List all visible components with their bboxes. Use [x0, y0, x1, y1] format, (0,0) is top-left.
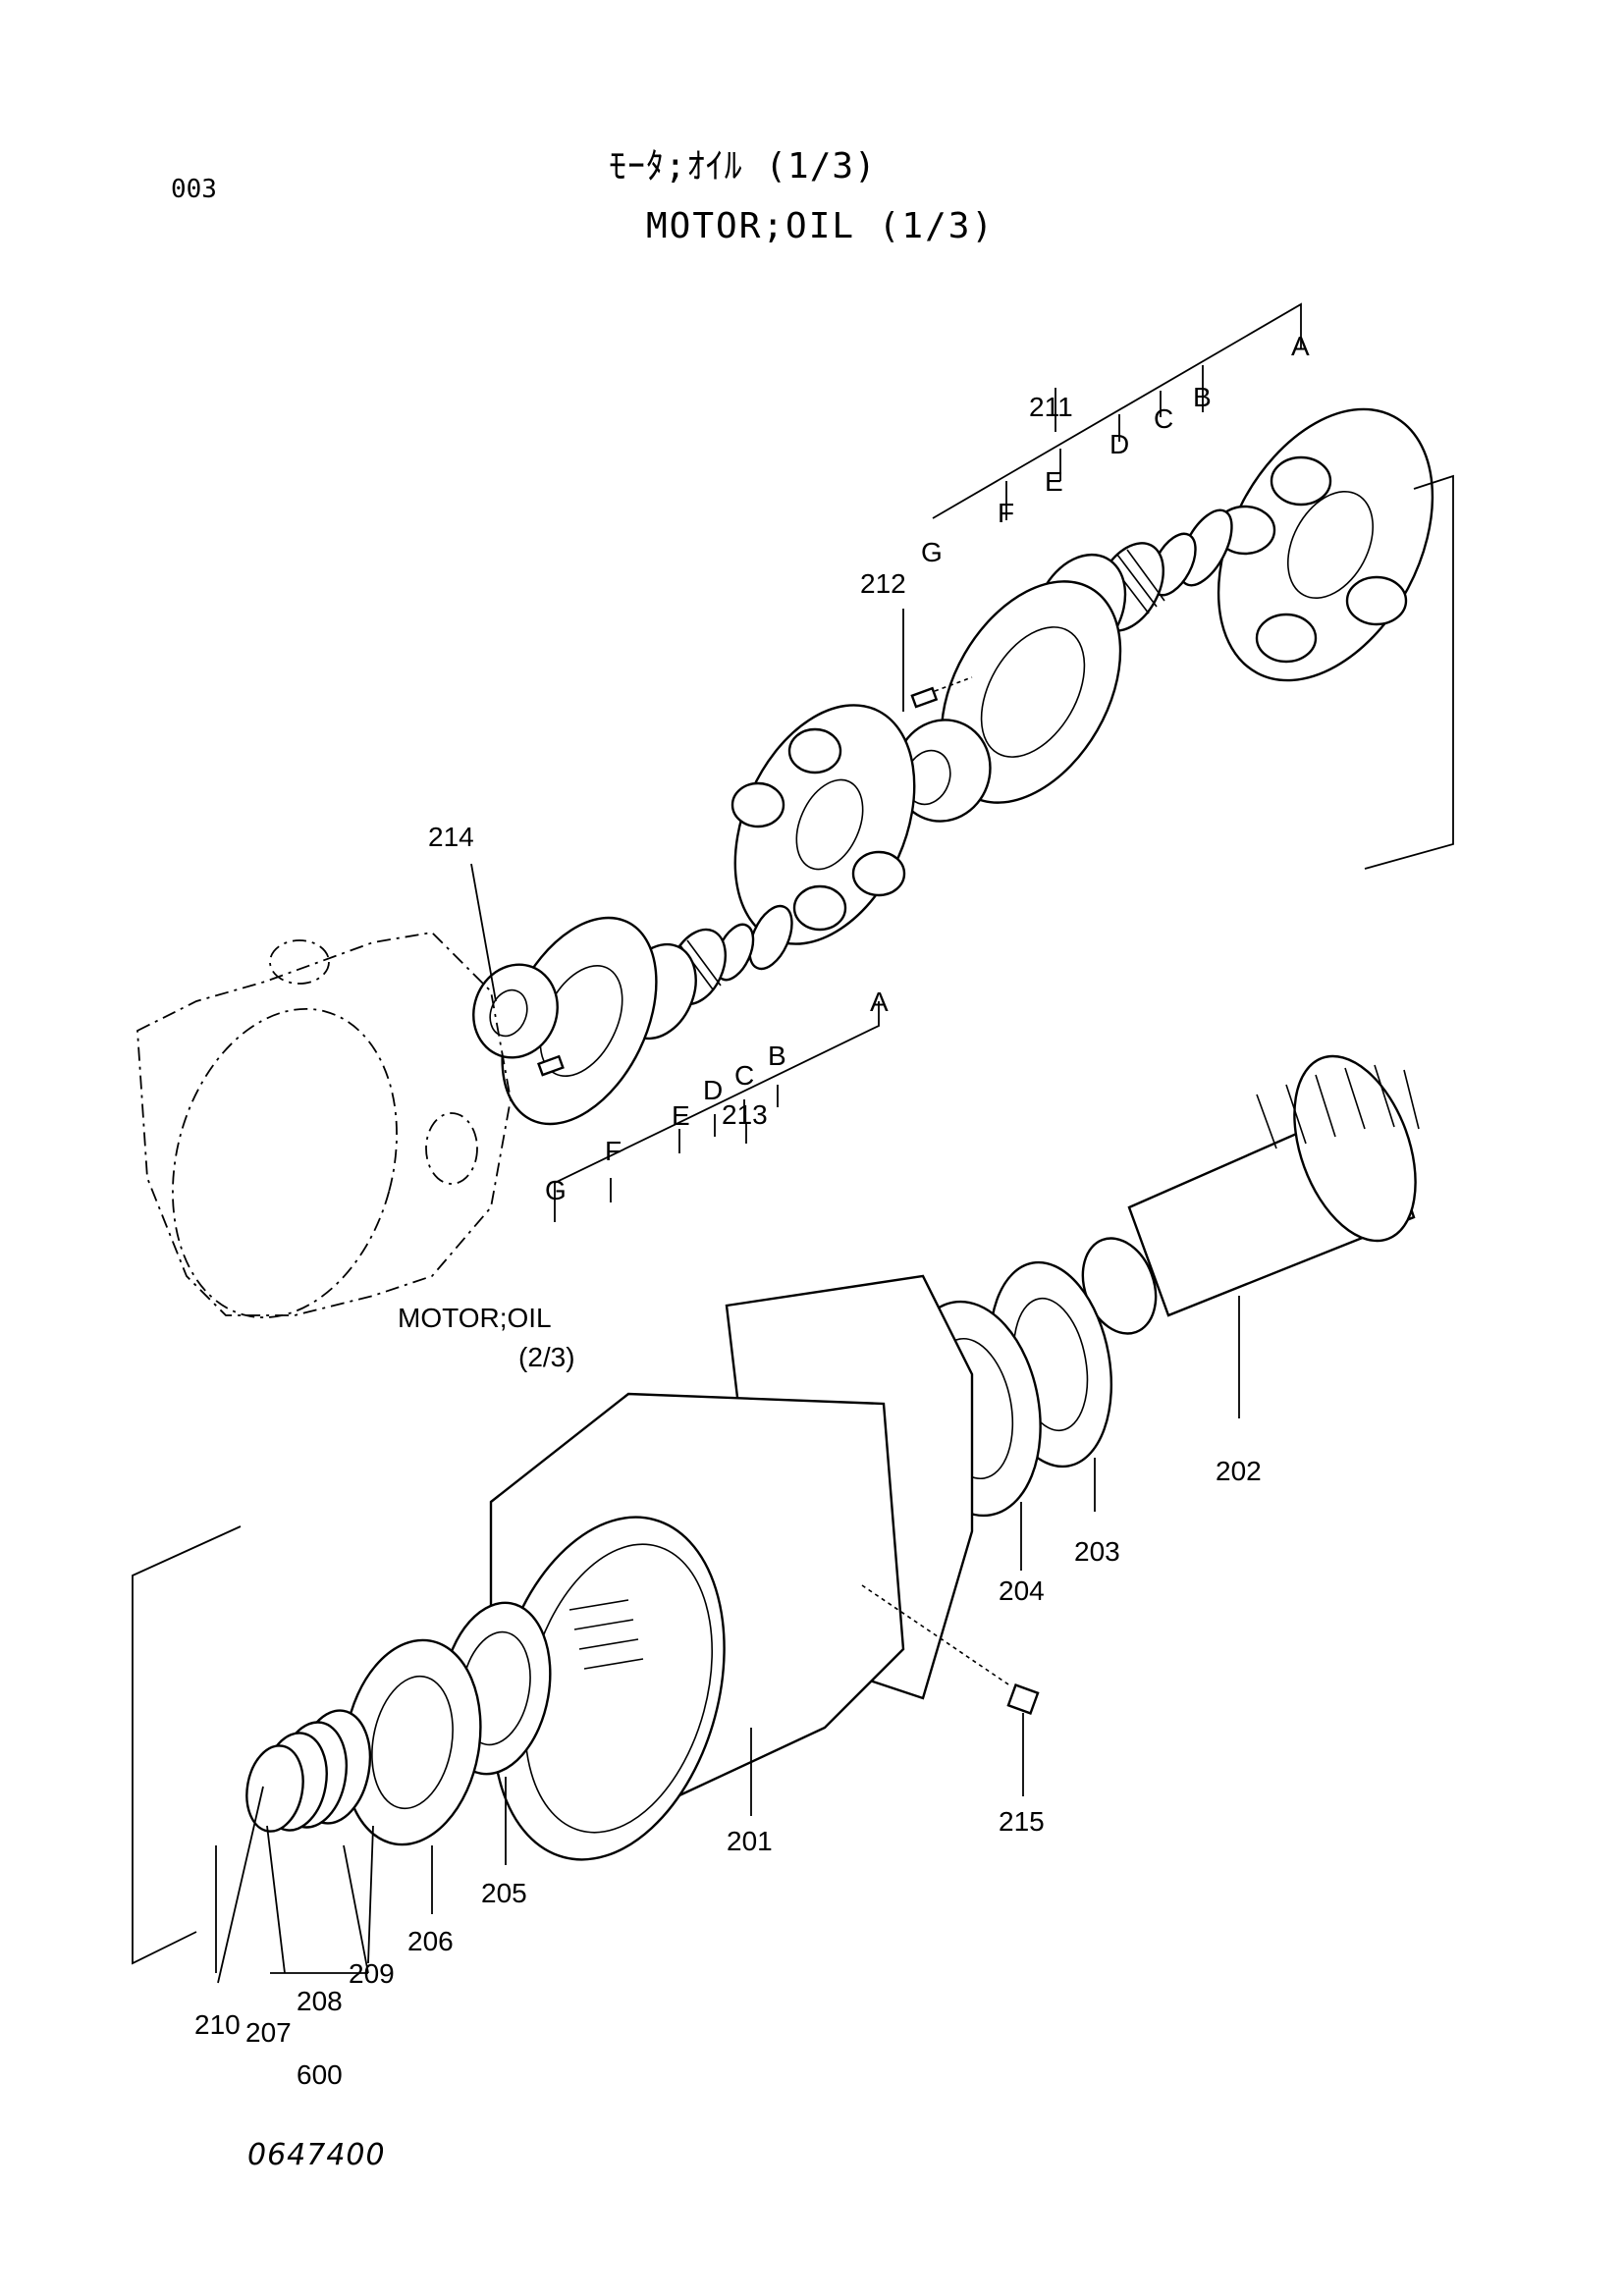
- page-title: MOTOR;OIL (1/3): [646, 206, 996, 246]
- callout-201: 201: [727, 1826, 773, 1856]
- left-break-line: [132, 1525, 242, 1965]
- callout-206: 206: [407, 1926, 454, 1956]
- right-break-line: [1364, 474, 1454, 870]
- label-a-lower: A: [870, 987, 889, 1017]
- lower-thrust-washer-b: [748, 904, 793, 971]
- callout-207: 207: [245, 2017, 292, 2048]
- callout-213: 213: [722, 1099, 768, 1130]
- upper-group-bracket: [932, 302, 1302, 520]
- page-code: 003: [171, 175, 217, 204]
- reference-label-line2: (2/3): [518, 1342, 575, 1372]
- label-d-upper: D: [1109, 429, 1129, 459]
- callout-204: 204: [999, 1575, 1045, 1606]
- callout-202: 202: [1216, 1456, 1262, 1486]
- callout-203: 203: [1074, 1536, 1120, 1567]
- label-c-upper: C: [1154, 403, 1173, 434]
- housing-201: [489, 1274, 974, 1861]
- label-c-lower: C: [734, 1060, 754, 1091]
- pinion-shaft-202: [1081, 1054, 1420, 1335]
- motor-housing-reference: [136, 932, 512, 1319]
- callout-600: 600: [297, 2059, 343, 2090]
- label-b-upper: B: [1193, 382, 1212, 412]
- label-a-upper: A: [1291, 331, 1310, 361]
- callout-205: 205: [481, 1878, 527, 1908]
- label-d-lower: D: [703, 1075, 723, 1105]
- label-b-lower: B: [768, 1041, 786, 1071]
- sun-gear-214: [472, 963, 559, 1059]
- lower-screw-g: [537, 1054, 565, 1077]
- label-g-upper: G: [921, 537, 943, 567]
- callout-214: 214: [428, 822, 474, 852]
- upper-planet-carrier: [1214, 407, 1434, 682]
- callout-212: 212: [860, 568, 906, 599]
- callout-210: 210: [194, 2009, 241, 2040]
- label-e-upper: E: [1045, 466, 1063, 497]
- callout-211: 211: [1029, 392, 1073, 422]
- callout-208: 208: [297, 1986, 343, 2016]
- label-g-lower: G: [545, 1175, 567, 1205]
- drawing-number: 0647400: [247, 2138, 386, 2172]
- page-title-japanese: ﾓｰﾀ;ｵｲﾙ (1/3): [609, 146, 877, 187]
- leader-lines: [217, 388, 1240, 1984]
- label-e-lower: E: [672, 1100, 690, 1131]
- bottom-group-bracket: [215, 1825, 374, 1974]
- lower-group-bracket: [554, 1001, 880, 1222]
- callout-209: 209: [349, 1958, 395, 1989]
- plug-215: [861, 1584, 1040, 1715]
- callout-215: 215: [999, 1806, 1045, 1837]
- upper-screw-g: [910, 676, 973, 709]
- label-f-upper: F: [998, 498, 1014, 528]
- label-f-lower: F: [605, 1136, 622, 1166]
- lower-planet-carrier: [730, 704, 916, 945]
- reference-label-line1: MOTOR;OIL: [398, 1303, 552, 1333]
